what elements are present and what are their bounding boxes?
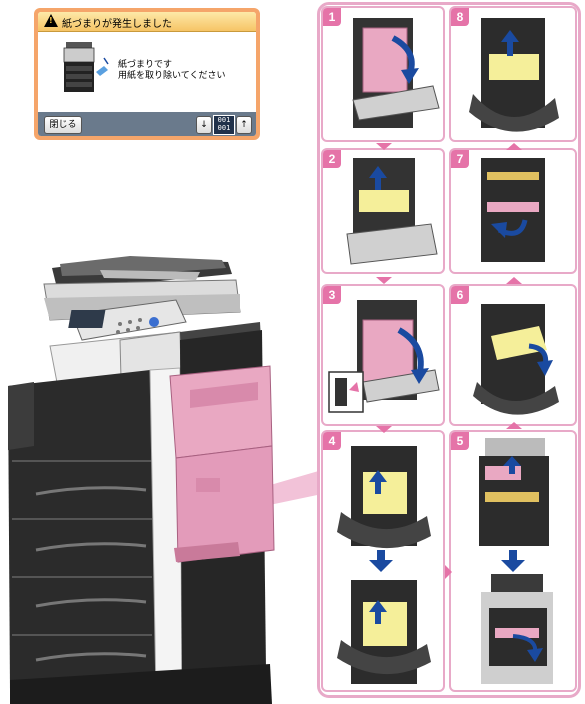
side-door-highlight <box>169 365 273 459</box>
next-step-arrow-icon <box>376 277 392 284</box>
arrow-icon <box>491 222 507 238</box>
screen-title: 紙づまりが発生しました <box>62 19 172 30</box>
step-number: 7 <box>451 150 469 168</box>
close-button[interactable]: 閉じる <box>44 116 82 134</box>
step-4-illustration <box>337 446 431 684</box>
counter-current: 001 <box>217 116 231 124</box>
screen-title-bar: ! 紙づまりが発生しました <box>38 12 256 32</box>
message-line-2: 用紙を取り除いてください <box>118 71 226 81</box>
step-number: 1 <box>323 8 341 26</box>
message-line-1: 紙づまりです <box>118 60 173 70</box>
arrow-up-icon <box>501 30 519 42</box>
arrow-down-icon <box>501 560 525 572</box>
page-counter: 001 001 <box>213 115 235 135</box>
arrow-icon <box>411 368 429 384</box>
step-number: 6 <box>451 286 469 304</box>
step-7-illustration <box>481 158 545 262</box>
step-1-cell: 1 <box>321 6 445 142</box>
step-8-cell: 8 <box>449 6 577 142</box>
arrow-icon <box>537 360 553 376</box>
next-step-arrow-icon <box>445 565 452 579</box>
step-6-illustration <box>473 304 559 415</box>
next-step-arrow-icon <box>506 277 522 284</box>
page-up-button[interactable]: ↑ <box>236 116 252 134</box>
step-number: 5 <box>451 432 469 450</box>
arrow-up-icon <box>369 166 387 178</box>
next-step-arrow-icon <box>376 426 392 433</box>
page-down-button[interactable]: ↓ <box>196 116 212 134</box>
arrow-icon <box>401 68 419 84</box>
step-5-cell: 5 <box>449 430 577 692</box>
step-8-illustration <box>469 18 559 132</box>
step-4-cell: 4 <box>321 430 445 692</box>
step-5-illustration <box>479 438 553 684</box>
step-3-cell: 3 <box>321 284 445 426</box>
next-step-arrow-icon <box>376 143 392 150</box>
step-3-illustration <box>328 300 440 413</box>
next-step-arrow-icon <box>506 422 522 429</box>
counter-total: 001 <box>217 124 231 132</box>
next-step-arrow-icon <box>506 143 522 150</box>
step-6-cell: 6 <box>449 284 577 426</box>
arrow-icon <box>527 648 543 662</box>
arrow-up-icon <box>369 600 387 612</box>
machine-thumbnail-icon <box>63 42 109 92</box>
screen-inner: ! 紙づまりが発生しました 紙づまりです 用紙を取り除いてください 閉じる ↓ … <box>38 12 256 136</box>
step-1-illustration <box>352 18 440 128</box>
paper-tray-stack <box>8 370 160 690</box>
arrow-up-icon <box>503 456 521 466</box>
machine-control-panel <box>71 299 187 341</box>
step-number: 2 <box>323 150 341 168</box>
copier-illustration <box>8 256 322 704</box>
step-number: 3 <box>323 286 341 304</box>
step-number: 8 <box>451 8 469 26</box>
step-number: 4 <box>323 432 341 450</box>
warning-icon: ! <box>44 14 58 27</box>
step-7-cell: 7 <box>449 148 577 274</box>
arrow-down-icon <box>369 560 393 572</box>
step-2-cell: 2 <box>321 148 445 274</box>
control-panel-screen: ! 紙づまりが発生しました 紙づまりです 用紙を取り除いてください 閉じる ↓ … <box>34 8 260 140</box>
screen-message: 紙づまりです 用紙を取り除いてください <box>118 60 225 82</box>
arrow-up-icon <box>369 470 387 482</box>
step-2-illustration <box>346 158 438 265</box>
